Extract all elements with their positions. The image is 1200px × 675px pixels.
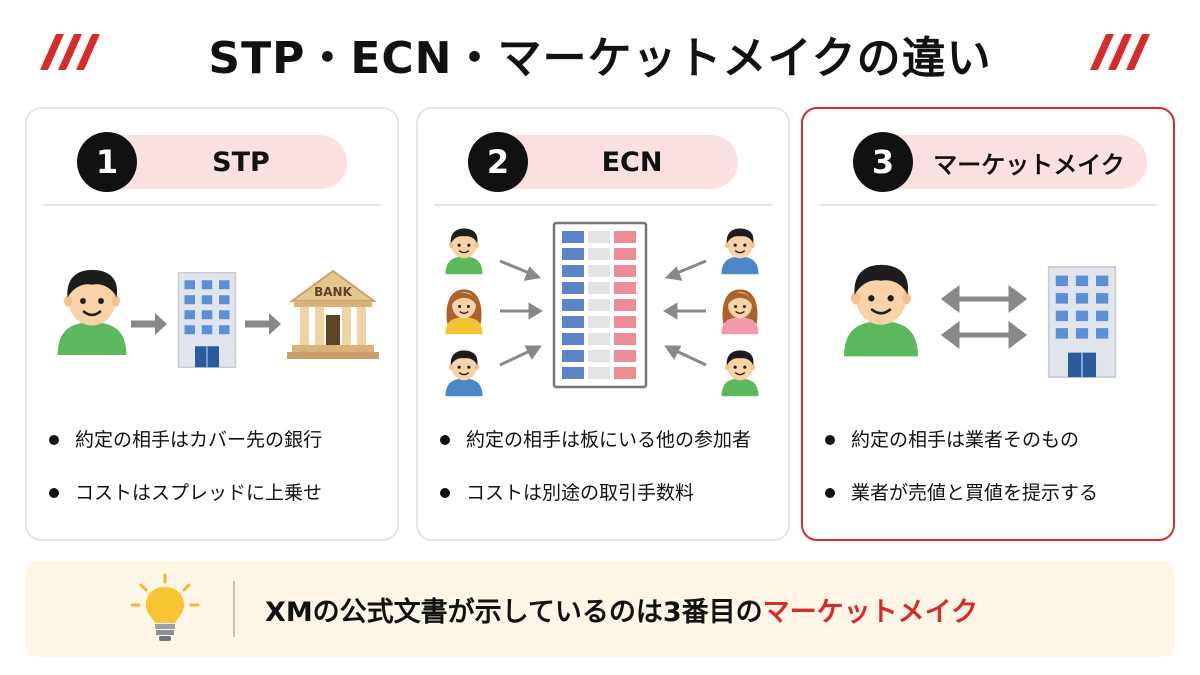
card-number-badge: 3 [853,132,913,192]
person-icon [444,227,484,275]
card-market-make: 3 マーケットメイク 約定の相手は業者そのもの 業者が売値と買値を提示する [801,107,1175,541]
person-icon [444,288,484,335]
page-title: STP・ECN・マーケットメイクの違い [208,33,992,84]
order-book-cell [614,282,636,294]
bullet-list: 約定の相手はカバー先の銀行 コストはスプレッドに上乗せ [45,427,395,533]
card-divider [819,204,1157,206]
person-icon [720,227,760,275]
title-slash-decoration-right [1089,34,1170,70]
card-divider [43,204,381,206]
person-icon [720,349,760,397]
order-book-cell [562,248,584,260]
order-book-cell [562,350,584,362]
order-book-cell [588,350,610,362]
card-number-badge: 2 [468,132,528,192]
list-item: 約定の相手はカバー先の銀行 [45,427,395,480]
title-row: STP・ECN・マーケットメイクの違い [0,18,1200,90]
person-icon [842,263,920,357]
bullet-list: 約定の相手は板にいる他の参加者 コストは別途の取引手数料 [436,427,786,533]
order-book-cell [614,333,636,345]
banner-text: XMの公式文書が示しているのは3番目の [265,596,763,628]
order-book-cell [562,299,584,311]
order-book-cell [614,248,636,260]
building-icon [177,271,237,369]
order-book-cell [562,265,584,277]
card-number-badge: 1 [77,132,137,192]
svg-text:BANK: BANK [314,285,352,299]
arrow-icon [663,259,707,367]
order-book-cell [614,316,636,328]
order-book-cell [562,231,584,243]
list-item: 約定の相手は板にいる他の参加者 [436,427,786,480]
order-book-icon [552,221,648,389]
order-book-cell [562,367,584,379]
ecn-order-book-illustration [444,221,760,397]
bullet-list: 約定の相手は業者そのもの 業者が売値と買値を提示する [821,427,1171,533]
card-ecn: 2 ECN 約定の相手は板にいる他の参加者 コストは別途の [416,107,790,541]
list-item: コストは別途の取引手数料 [436,480,786,533]
card-title: STP [212,146,270,178]
order-book-cell [588,316,610,328]
list-item: 業者が売値と買値を提示する [821,480,1171,533]
list-item: 約定の相手は業者そのもの [821,427,1171,480]
order-book-cell [614,265,636,277]
person-icon [444,349,484,397]
banner-divider [233,581,235,637]
order-book-cell [562,333,584,345]
double-arrow-icon [940,285,1028,349]
banner-accent-text: マーケットメイク [762,596,979,628]
card-title: マーケットメイク [933,150,1125,179]
list-item: コストはスプレッドに上乗せ [45,480,395,533]
card-stp: 1 STP BANK 約定の相手はカバー先の銀行 コストはスプレッ [25,107,399,541]
banner-message: XMの公式文書が示しているのは3番目のマーケットメイク [265,561,978,657]
order-book-cell [614,350,636,362]
order-book-cell [614,367,636,379]
order-book-cell [588,333,610,345]
arrow-right-icon [131,313,167,335]
market-make-illustration [842,263,1117,379]
summary-banner: XMの公式文書が示しているのは3番目のマーケットメイク [25,561,1175,657]
stp-flow-illustration: BANK [56,268,379,369]
order-book-cell [614,231,636,243]
order-book-cell [562,316,584,328]
order-book-cell [588,231,610,243]
order-book-cell [588,248,610,260]
card-divider [434,204,772,206]
order-book-cell [588,299,610,311]
lightbulb-icon [130,573,200,641]
order-book-cell [562,282,584,294]
person-icon [720,288,760,335]
card-title: ECN [601,146,663,178]
bank-icon: BANK [287,269,379,359]
building-icon [1047,265,1117,379]
arrow-right-icon [245,313,281,335]
order-book-cell [614,299,636,311]
order-book-cell [588,282,610,294]
order-book-cell [588,367,610,379]
order-book-cell [588,265,610,277]
person-icon [56,268,128,355]
arrow-icon [499,259,543,367]
